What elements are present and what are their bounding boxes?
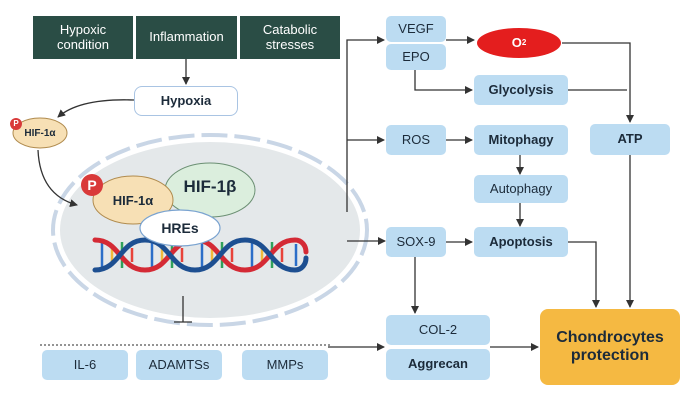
autophagy-node: Autophagy	[474, 175, 568, 203]
stimulus-catabolic-stresses: Catabolic stresses	[240, 16, 340, 59]
sox9-node: SOX-9	[386, 227, 446, 257]
mmps-node: MMPs	[242, 350, 328, 380]
stimulus-catabolic-label: Catabolic stresses	[262, 21, 318, 52]
connector-lines	[37, 36, 634, 351]
stimulus-hypoxic-label: Hypoxic condition	[56, 21, 110, 52]
chondrocytes-protection-node: Chondrocytes protection	[540, 309, 680, 385]
hres-element	[139, 209, 221, 247]
adamts-node: ADAMTSs	[136, 350, 222, 380]
stimulus-inflammation-label: Inflammation	[149, 29, 224, 45]
ros-node: ROS	[386, 125, 446, 155]
mitophagy-node: Mitophagy	[474, 125, 568, 155]
il6-node: IL-6	[42, 350, 128, 380]
hif-1a-label: HIF-1α	[112, 192, 154, 208]
stimulus-inflammation: Inflammation	[136, 16, 237, 59]
oxygen-node	[477, 28, 561, 58]
hypoxia-node: Hypoxia	[134, 86, 238, 116]
hif-1a-small-subunit	[12, 117, 68, 149]
hypoxia-label: Hypoxia	[160, 92, 212, 108]
dna-helix-icon	[92, 237, 309, 273]
col2-node: COL-2	[386, 315, 490, 345]
stimulus-hypoxic-condition: Hypoxic condition	[33, 16, 133, 59]
hif-1a-small-label: HIF-1α	[24, 128, 56, 140]
aggrecan-node: Aggrecan	[386, 349, 490, 380]
phospho-badge-large	[81, 174, 103, 196]
hif-1a-subunit	[92, 175, 174, 225]
apoptosis-node: Apoptosis	[474, 227, 568, 257]
phospho-small-label: P	[13, 119, 19, 129]
phospho-large-label: P	[87, 176, 97, 193]
hres-label: HREs	[161, 219, 199, 236]
hif-1b-label: HIF-1β	[183, 177, 237, 197]
vegf-node: VEGF	[386, 16, 446, 42]
phospho-badge-small	[10, 118, 22, 130]
glycolysis-node: Glycolysis	[474, 75, 568, 105]
epo-node: EPO	[386, 44, 446, 70]
atp-node: ATP	[590, 124, 670, 155]
